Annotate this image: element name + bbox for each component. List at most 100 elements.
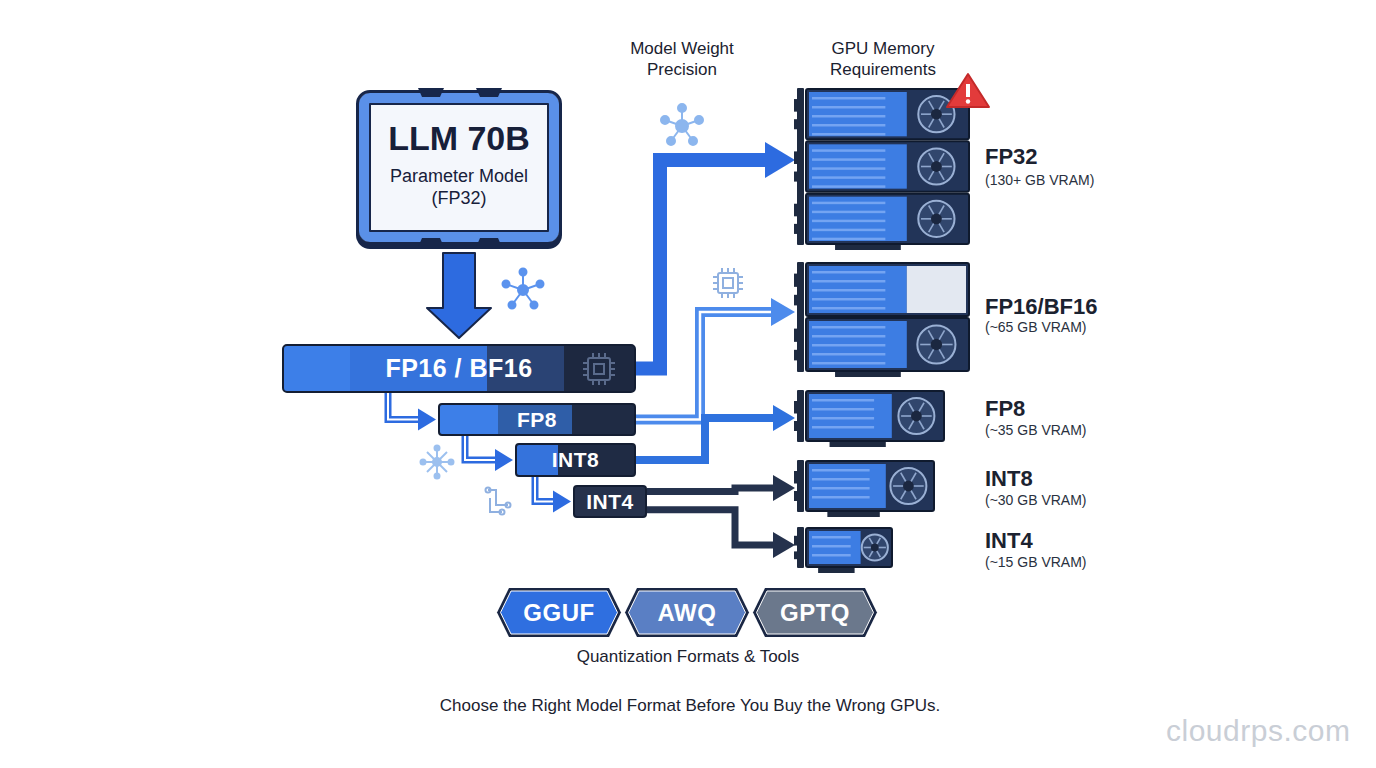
node-title: INT8: [985, 466, 1033, 492]
gpu-illustration: [797, 527, 893, 574]
chip-icon: [738, 282, 743, 284]
connector-highlight: [465, 436, 498, 460]
connector-highlight: [636, 312, 775, 420]
card-tab: [794, 536, 798, 546]
network-icon: [531, 302, 538, 309]
card-connector: [827, 512, 879, 517]
node-title: INT8: [517, 445, 634, 475]
card-stripe: [812, 353, 885, 356]
connector-line: [465, 436, 498, 460]
chip-icon: [610, 368, 615, 370]
fan-hub: [931, 339, 942, 350]
card-bracket: [797, 390, 804, 442]
card-bracket: [797, 460, 804, 512]
card-stripe: [812, 106, 885, 109]
chip-icon: [721, 268, 723, 273]
network-icon: [661, 104, 703, 145]
card-stripe: [812, 399, 874, 402]
card-stripe: [812, 362, 885, 365]
card-stripe: [812, 335, 885, 338]
section-label: Quantization Formats & Tools: [438, 647, 938, 667]
gpu-card: INT4(~15 GB VRAM): [797, 527, 893, 568]
card-stripe: [812, 545, 851, 548]
card-tab: [794, 204, 798, 217]
gpu-card: FP8(~35 GB VRAM): [797, 390, 945, 442]
card-connector: [818, 568, 854, 573]
card-stripe: [812, 408, 874, 411]
chip-icon: [604, 380, 606, 385]
chip-icon: [713, 268, 743, 298]
column-heading: Model Weight Precision: [612, 38, 752, 80]
connector-line: [647, 510, 776, 545]
network-icon: [503, 269, 544, 309]
network-icon: [695, 116, 703, 124]
node-icon: [421, 460, 426, 465]
card-panel: [809, 266, 907, 313]
connector: [636, 298, 795, 420]
card-stripe: [812, 97, 885, 100]
network-icon: [667, 137, 675, 145]
fan: [918, 148, 954, 184]
connector: [465, 436, 513, 471]
node-subtitle: Parameter Model (FP32): [384, 165, 534, 209]
chip-icon: [738, 276, 743, 278]
gpu-card: FP32(130+ GB VRAM): [797, 88, 970, 245]
card-stripe: [812, 238, 885, 241]
card-stripe: [812, 426, 874, 429]
card-body: [806, 461, 934, 511]
box-tab: [476, 88, 502, 97]
arrow-head: [773, 532, 795, 558]
card-tab: [794, 421, 798, 431]
gpu-illustration: [797, 262, 970, 378]
node-title: FP32: [985, 144, 1038, 170]
card-stripe: [812, 229, 885, 232]
format-hexagon: GGUF: [497, 588, 621, 637]
card-panel: [809, 197, 907, 241]
card-stripe: [812, 133, 885, 136]
watermark: cloudrps.com: [1166, 714, 1350, 748]
fan-hub: [931, 109, 942, 120]
card-stripe: [812, 185, 885, 188]
card-stripe: [812, 478, 870, 481]
connector: [427, 253, 491, 338]
card-stripe: [812, 417, 874, 420]
connector: [647, 475, 795, 501]
network-icon: [518, 285, 528, 295]
card-tab: [794, 401, 798, 414]
node-title: FP16/BF16: [985, 294, 1098, 320]
connector-line: [636, 312, 775, 420]
gpu-card: INT8(~30 GB VRAM): [797, 460, 935, 512]
chip-icon: [610, 362, 615, 364]
arrow-head: [773, 405, 795, 431]
card-stripe: [812, 167, 885, 170]
card-tab: [794, 551, 798, 559]
connector-line: [535, 477, 556, 502]
node-title: FP16 / BF16: [284, 346, 634, 391]
chip-icon: [604, 353, 606, 358]
connector: [535, 477, 571, 513]
network-icon: [537, 281, 544, 288]
card-body: [806, 391, 944, 441]
network-icon: [689, 137, 697, 145]
arrow-head: [553, 491, 571, 513]
chip-icon: [598, 353, 600, 358]
connector: [636, 142, 795, 369]
chip-icon: [713, 282, 718, 284]
connector-line: [647, 488, 776, 492]
column-heading: GPU Memory Requirements: [806, 38, 960, 80]
precision-bar: INT4: [573, 485, 647, 518]
gpu-illustration: [797, 88, 970, 251]
node-icon: [449, 460, 454, 465]
card-tab: [794, 471, 798, 484]
warning-icon: [966, 99, 970, 103]
node-title: FP8: [985, 396, 1025, 422]
chip-icon: [583, 374, 588, 376]
card-tab: [794, 274, 798, 287]
network-icon: [503, 281, 510, 288]
node-icon: [433, 458, 441, 466]
circuit-icon: [486, 488, 491, 493]
card-stripe: [812, 280, 885, 283]
node-icon: [435, 446, 440, 451]
card-stripe: [812, 158, 885, 161]
